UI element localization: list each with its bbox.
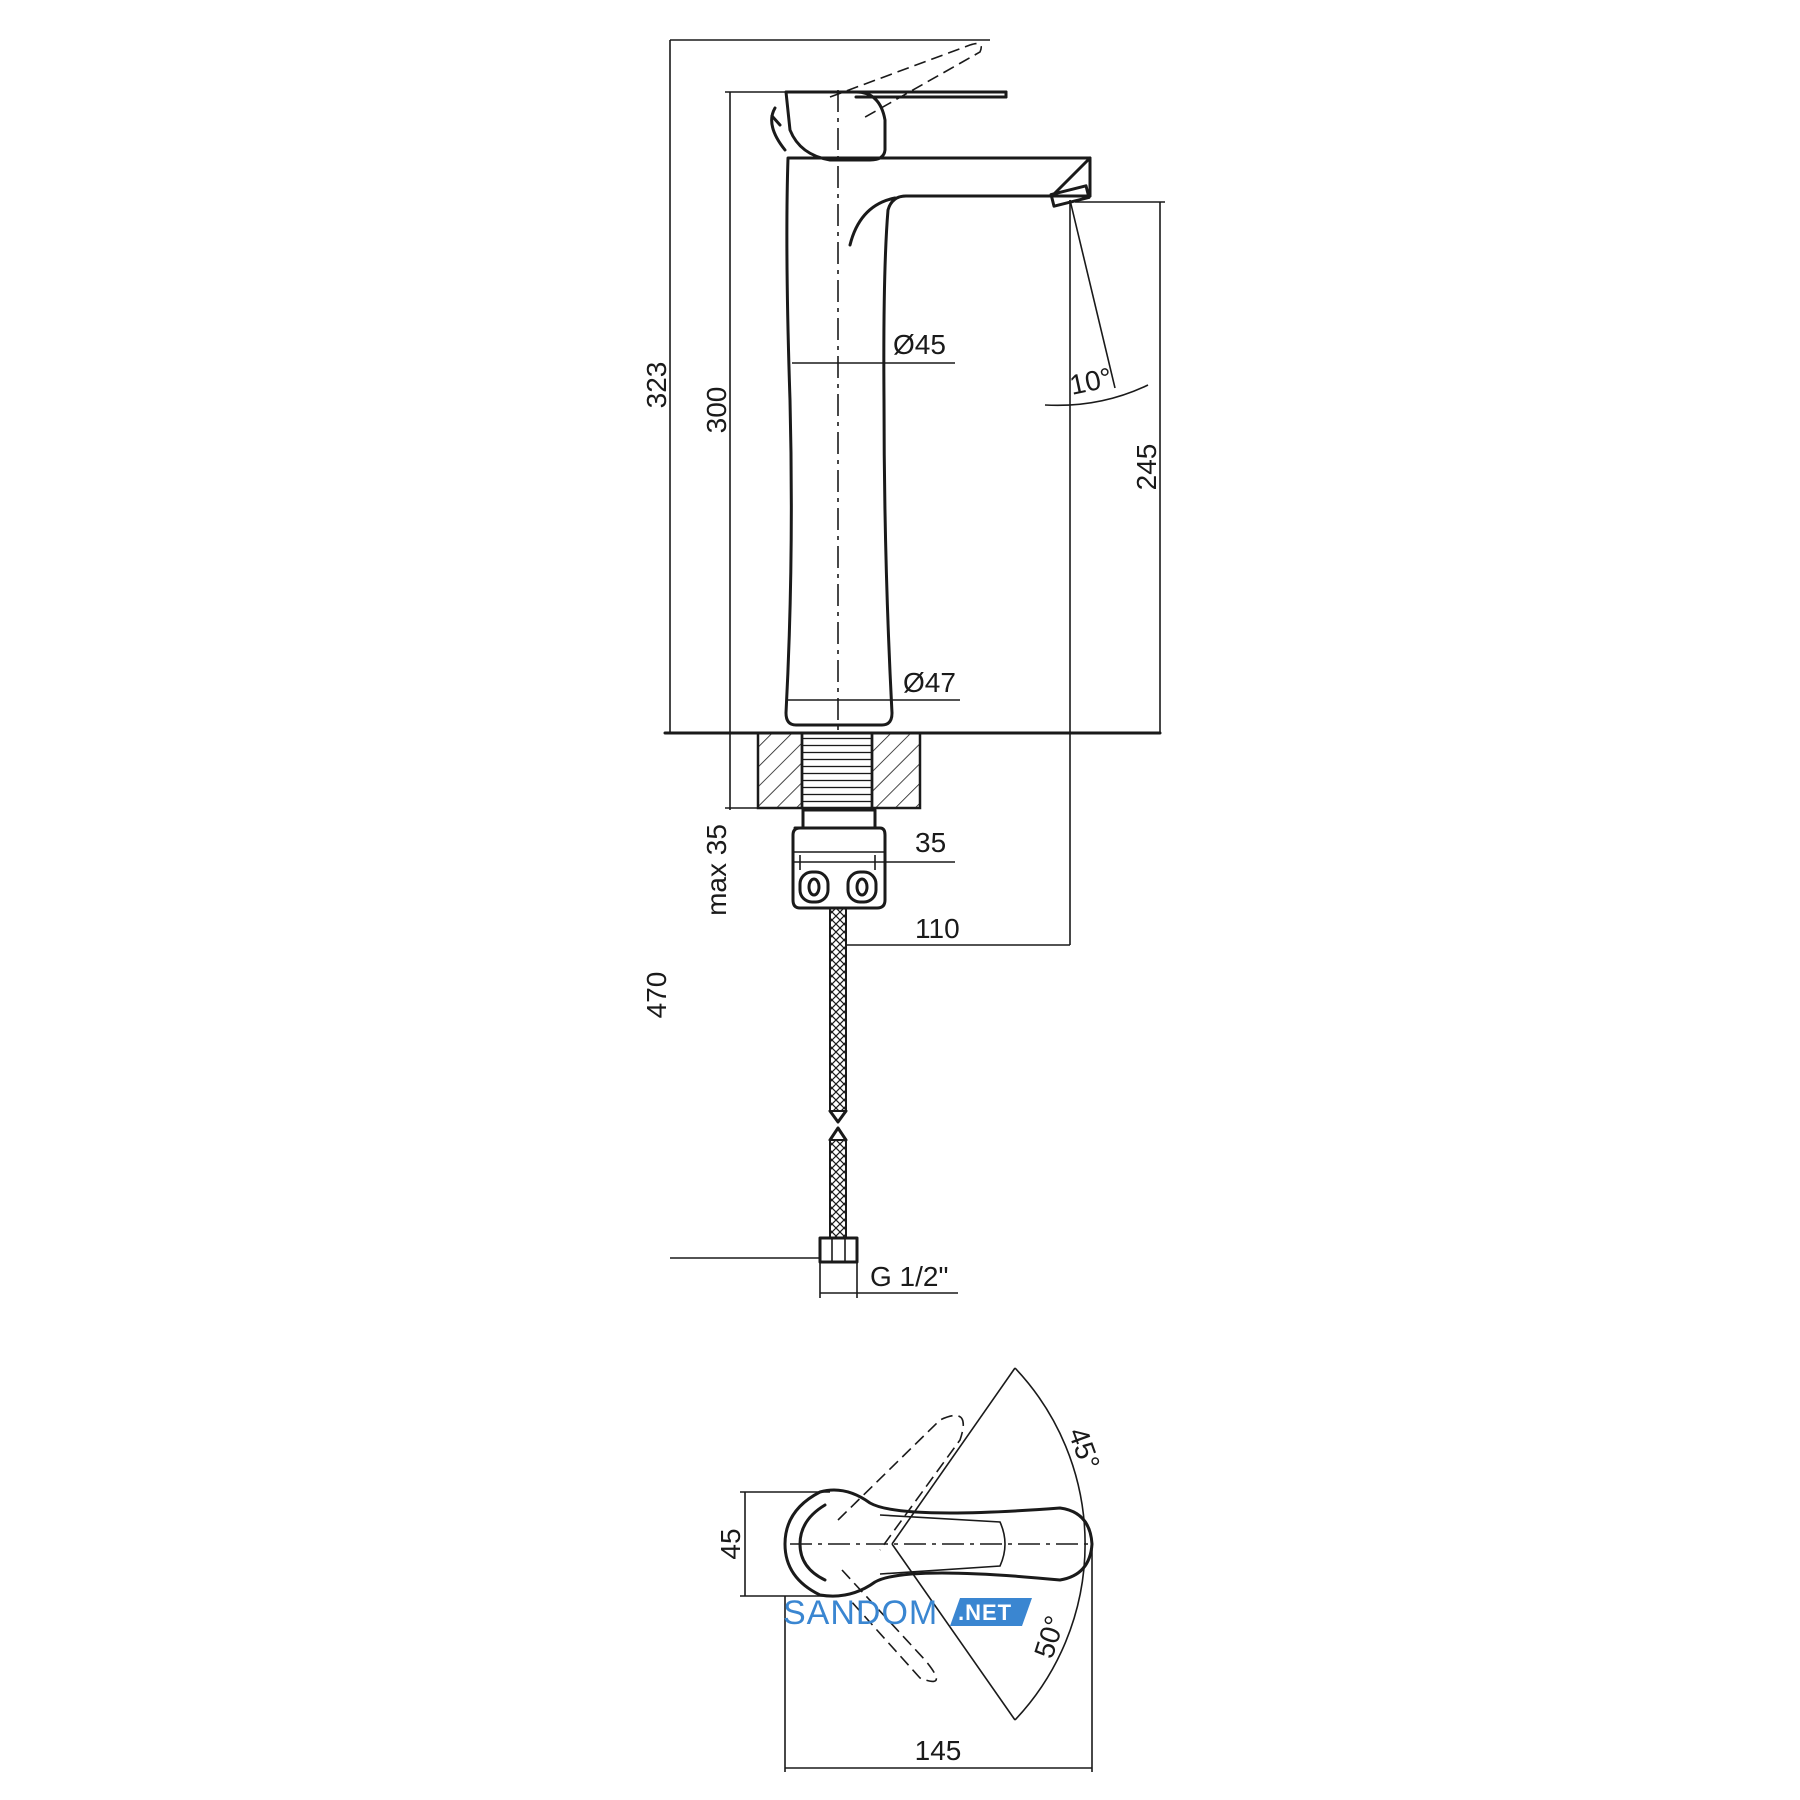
- side-view: 323 300 Ø45 Ø47 245 10°: [641, 39, 1165, 1298]
- watermark: SANDOM .NET: [783, 1594, 1032, 1632]
- dim-body-height: 300: [701, 91, 786, 810]
- mounting-nut: [791, 808, 887, 910]
- dim-shank-label: 35: [915, 827, 946, 858]
- dim-shank: 35: [793, 827, 955, 870]
- dim-spout-reach-label: 110: [915, 913, 960, 944]
- dim-max-thickness: max 35: [701, 807, 760, 916]
- dim-lever-angle-top-label: 45°: [1062, 1423, 1106, 1473]
- dim-total-height-label: 323: [641, 362, 672, 409]
- dim-lever-angle-bottom-label: 50°: [1028, 1612, 1071, 1662]
- dim-spout-height-label: 245: [1131, 444, 1162, 491]
- braided-hose: [818, 907, 859, 1264]
- watermark-suffix: .NET: [958, 1600, 1012, 1625]
- dim-spout-height: 245: [1075, 201, 1165, 733]
- lever-ghost-up: [837, 1414, 965, 1551]
- aerator: [1049, 156, 1092, 208]
- dim-thread: G 1/2": [819, 1261, 958, 1298]
- watermark-brand: SANDOM: [783, 1594, 938, 1632]
- dim-diameter-base-label: Ø47: [903, 667, 956, 698]
- dim-diameter-base: Ø47: [888, 667, 960, 701]
- dim-hose-length-label: 470: [641, 972, 672, 1019]
- countertop-section: [663, 731, 1162, 810]
- dim-overall-length-label: 145: [915, 1735, 962, 1766]
- dim-diameter-top-label: Ø45: [893, 329, 946, 360]
- dim-spout-angle-label: 10°: [1067, 362, 1115, 401]
- dim-body-height-label: 300: [701, 387, 732, 434]
- dim-lever-width-label: 45: [715, 1528, 746, 1559]
- watermark-badge: [950, 1598, 1032, 1626]
- dim-diameter-top: Ø45: [878, 329, 955, 364]
- dim-hose-length: 470: [641, 972, 672, 1019]
- dim-spout-reach: 110: [845, 913, 1070, 946]
- lever-handle: [770, 42, 1008, 162]
- dim-spout-angle: 10°: [1044, 199, 1149, 945]
- lever-ghost-down: [841, 1569, 938, 1683]
- dim-thread-label: G 1/2": [870, 1261, 948, 1292]
- dim-total-height: 323: [641, 39, 990, 1259]
- dim-lever-width: 45: [715, 1491, 830, 1597]
- dim-overall-length: 145: [784, 1544, 1093, 1772]
- faucet-body: [784, 156, 1092, 727]
- dim-max-thickness-label: max 35: [701, 824, 732, 916]
- lever-top: [783, 1488, 1094, 1598]
- top-view: 45 45° 50° 145 SANDOM .NET: [715, 1367, 1106, 1772]
